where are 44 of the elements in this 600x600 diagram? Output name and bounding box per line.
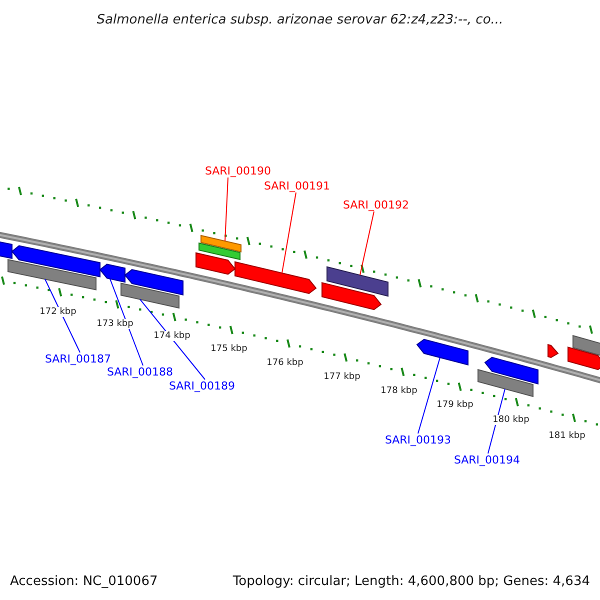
feature-bar [326, 266, 388, 297]
feature-bar [478, 368, 534, 398]
scale-label: 173 kbp [96, 318, 134, 329]
gene-feature [11, 245, 100, 278]
genome-summary: Topology: circular; Length: 4,600,800 bp; Genes: 4,634 [232, 574, 590, 589]
gene-label: SARI_00190 [204, 164, 272, 178]
gene-label: SARI_00191 [264, 180, 330, 192]
gene-label: SARI_00193 [384, 434, 452, 446]
feature-bar [198, 242, 240, 260]
scale-label: 174 kbp [152, 331, 192, 342]
gene-feature [322, 282, 382, 310]
scale-label: 181 kbp [548, 430, 586, 441]
gene-feature [484, 356, 538, 385]
scale-label: 179 kbp [436, 400, 474, 410]
gene-feature [0, 241, 12, 259]
gene-feature [568, 346, 600, 370]
gene-label: SARI_00189 [168, 380, 236, 392]
gene-feature [99, 264, 126, 283]
gene-feature [548, 344, 559, 358]
leader-line [282, 192, 296, 274]
leader-line [418, 357, 440, 434]
scale-label: 175 kbp [210, 344, 248, 354]
leader-line [140, 298, 206, 380]
accession-text: Accession: NC_010067 [10, 574, 158, 589]
gene-feature [196, 252, 236, 275]
leader-line [360, 211, 374, 276]
gene-label: SARI_00187 [44, 352, 112, 366]
scale-label: 177 kbp [322, 372, 362, 382]
gene-label: SARI_00194 [454, 454, 520, 466]
scale-label: 176 kbp [266, 358, 304, 368]
feature-bar [120, 282, 180, 309]
gene-feature [416, 338, 468, 366]
scale-label: 178 kbp [380, 386, 418, 396]
feature-bar [572, 334, 600, 356]
gene-feature [234, 261, 317, 294]
gene-label: SARI_00188 [106, 366, 174, 378]
feature-bar [8, 258, 96, 290]
feature-bar [200, 234, 242, 252]
title: Salmonella enterica subsp. arizonae serovar 62:z4,z23:--, co... [96, 12, 504, 28]
scale-label: 180 kbp [492, 415, 530, 426]
gene-label: SARI_00192 [342, 198, 410, 212]
leader-line [110, 278, 144, 366]
leader-line [44, 278, 80, 353]
scale-label: 172 kbp [38, 306, 78, 317]
